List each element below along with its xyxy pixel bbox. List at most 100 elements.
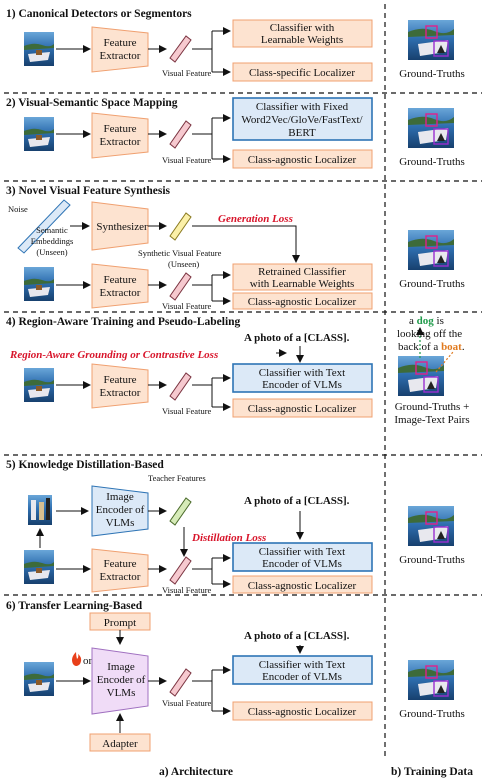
svg-text:a dog is: a dog is — [409, 315, 444, 327]
feature-extractor — [91, 26, 149, 73]
teacher-features-label: Teacher Features — [148, 473, 206, 483]
feature-extractor-label: Feature — [104, 123, 137, 135]
synthetic-feature-vector — [169, 212, 192, 241]
input-image — [24, 32, 54, 66]
training-data-label: Ground-Truths + — [395, 401, 470, 413]
training-data-label: Ground-Truths — [399, 156, 465, 168]
text-prompt: A photo of a [CLASS]. — [244, 630, 350, 642]
image-encoder — [91, 485, 149, 537]
training-data-label: Ground-Truths — [399, 708, 465, 720]
section-1: 1) Canonical Detectors or Segmentors Fea… — [6, 8, 465, 82]
adapter-box — [89, 733, 151, 752]
section-6: 6) Transfer Learning-Based Prompt or Ima… — [6, 600, 465, 752]
section-4-title: 4) Region-Aware Training and Pseudo-Labe… — [6, 316, 241, 328]
localizer-box — [232, 149, 373, 169]
classifier-box — [232, 542, 373, 572]
svg-text:back of a boat.: back of a boat. — [398, 341, 465, 353]
classifier-label: Classifier with Text — [259, 367, 345, 379]
localizer-box — [232, 292, 373, 310]
image-encoder-label: Image — [107, 661, 135, 673]
localizer-label: Class-agnostic Localizer — [248, 580, 357, 592]
image-encoder-label: VLMs — [106, 517, 135, 529]
section-4: 4) Region-Aware Training and Pseudo-Labe… — [6, 315, 470, 426]
localizer-label: Class-agnostic Localizer — [248, 296, 357, 308]
semantic-embedding-vector — [17, 199, 71, 254]
input-image — [24, 368, 54, 402]
visual-feature-label: Visual Feature — [162, 406, 212, 416]
training-data-label: Ground-Truths — [399, 68, 465, 80]
classifier-label: Encoder of VLMs — [262, 671, 342, 683]
section-2-title: 2) Visual-Semantic Space Mapping — [6, 97, 178, 109]
section-5: 5) Knowledge Distillation-Based Image En… — [6, 459, 465, 595]
localizer-box — [232, 398, 373, 418]
visual-feature-label: Visual Feature — [162, 698, 212, 708]
svg-text:looking off the: looking off the — [397, 328, 462, 340]
image-encoder-label: VLMs — [107, 687, 136, 699]
classifier-label: Word2Vec/GloVe/FastText/ — [241, 114, 363, 126]
section-separators — [4, 92, 482, 596]
visual-feature-label: Visual Feature — [162, 585, 212, 595]
classifier-box — [232, 19, 373, 48]
classifier-label: Retrained Classifier — [258, 266, 346, 278]
teacher-feature-vector — [169, 497, 192, 526]
localizer-label: Class-agnostic Localizer — [248, 403, 357, 415]
visual-feature-vector — [169, 120, 192, 149]
feature-extractor-label: Feature — [104, 558, 137, 570]
semantic-label: Embeddings — [31, 236, 74, 246]
classifier-label: Encoder of VLMs — [262, 379, 342, 391]
visual-feature-vector — [169, 668, 192, 697]
localizer-box — [232, 62, 373, 82]
generation-loss-label: Generation Loss — [218, 213, 293, 225]
ground-truth-image — [397, 355, 445, 397]
feature-extractor-label: Feature — [104, 374, 137, 386]
feature-extractor-label: Extractor — [100, 287, 141, 299]
classifier-label: with Learnable Weights — [250, 278, 355, 290]
synthesizer-label: Synthesizer — [96, 221, 148, 233]
input-image — [24, 267, 54, 301]
feature-extractor-label: Extractor — [100, 571, 141, 583]
image-caption: a dog is looking off the back of a boat. — [397, 315, 465, 353]
feature-extractor — [91, 112, 149, 159]
synthesizer — [91, 201, 149, 251]
localizer-label: Class-specific Localizer — [249, 67, 355, 79]
text-prompt: A photo of a [CLASS]. — [244, 495, 350, 507]
visual-feature-vector — [169, 272, 192, 301]
localizer-label: Class-agnostic Localizer — [248, 154, 357, 166]
classifier-box — [232, 97, 373, 141]
classifier-label: Classifier with — [270, 22, 335, 34]
visual-feature-label: Visual Feature — [162, 68, 212, 78]
image-encoder — [91, 647, 149, 715]
classifier-label: Encoder of VLMs — [262, 558, 342, 570]
image-encoder-label: Image — [106, 491, 134, 503]
feature-extractor — [91, 548, 149, 593]
section-1-title: 1) Canonical Detectors or Segmentors — [6, 8, 192, 20]
section-6-title: 6) Transfer Learning-Based — [6, 600, 143, 612]
semantic-label: Semantic — [36, 225, 68, 235]
region-aware-loss-label: Region-Aware Grounding or Contrastive Lo… — [9, 349, 218, 361]
localizer-label: Class-agnostic Localizer — [248, 706, 357, 718]
adapter-box-label: Adapter — [102, 738, 138, 750]
input-image — [24, 662, 54, 696]
ground-truth-image — [407, 229, 455, 271]
training-data-caption: b) Training Data — [391, 766, 473, 778]
section-5-title: 5) Knowledge Distillation-Based — [6, 459, 164, 471]
architecture-caption: a) Architecture — [159, 766, 233, 778]
section-3-title: 3) Novel Visual Feature Synthesis — [6, 185, 171, 197]
training-data-label: Ground-Truths — [399, 278, 465, 290]
image-encoder-label: Encoder of — [96, 504, 145, 516]
visual-feature-label: Visual Feature — [162, 155, 212, 165]
classifier-label: Classifier with Text — [259, 546, 345, 558]
synthetic-feature-label: Synthetic Visual Feature — [138, 248, 222, 258]
classifier-box — [232, 363, 373, 393]
training-data-label: Ground-Truths — [399, 554, 465, 566]
prompt-box-label: Prompt — [104, 617, 136, 629]
image-encoder-label: Encoder of — [97, 674, 146, 686]
training-data-label: Image-Text Pairs — [394, 414, 469, 426]
classifier-label: Classifier with Fixed — [256, 101, 349, 113]
feature-extractor-label: Feature — [104, 274, 137, 286]
ground-truth-image — [407, 659, 455, 701]
classifier-box — [232, 655, 373, 685]
semantic-label: (Unseen) — [36, 247, 67, 257]
feature-extractor — [91, 363, 149, 409]
feature-extractor-label: Extractor — [100, 50, 141, 62]
